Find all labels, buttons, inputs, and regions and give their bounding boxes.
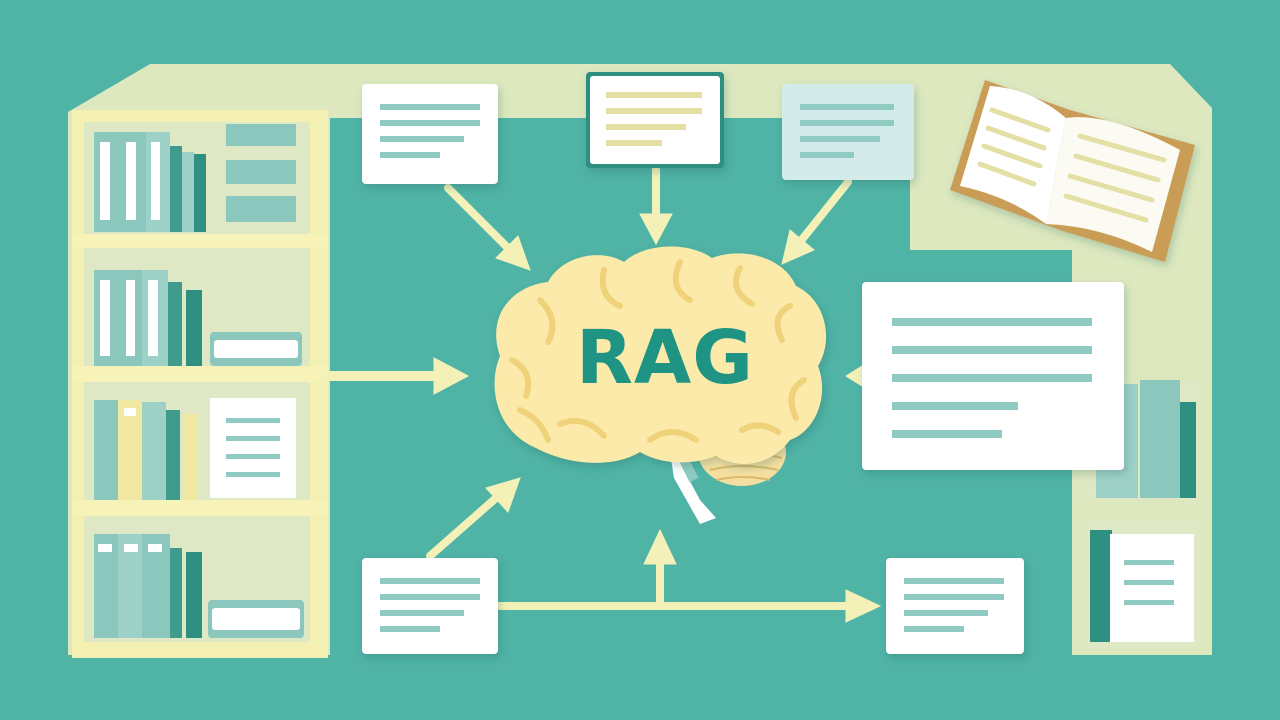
document-icon	[886, 558, 1024, 654]
brain-icon	[494, 246, 827, 524]
document-icon	[362, 84, 498, 184]
document-icon	[782, 84, 914, 180]
center-label: RAG	[576, 315, 754, 401]
bookshelf-icon	[72, 110, 328, 658]
document-icon	[586, 72, 724, 168]
document-icon	[362, 558, 498, 654]
arrow-icon	[323, 166, 882, 623]
open-book-icon	[950, 80, 1195, 262]
frame	[68, 64, 1212, 655]
document-icon	[862, 282, 1124, 470]
